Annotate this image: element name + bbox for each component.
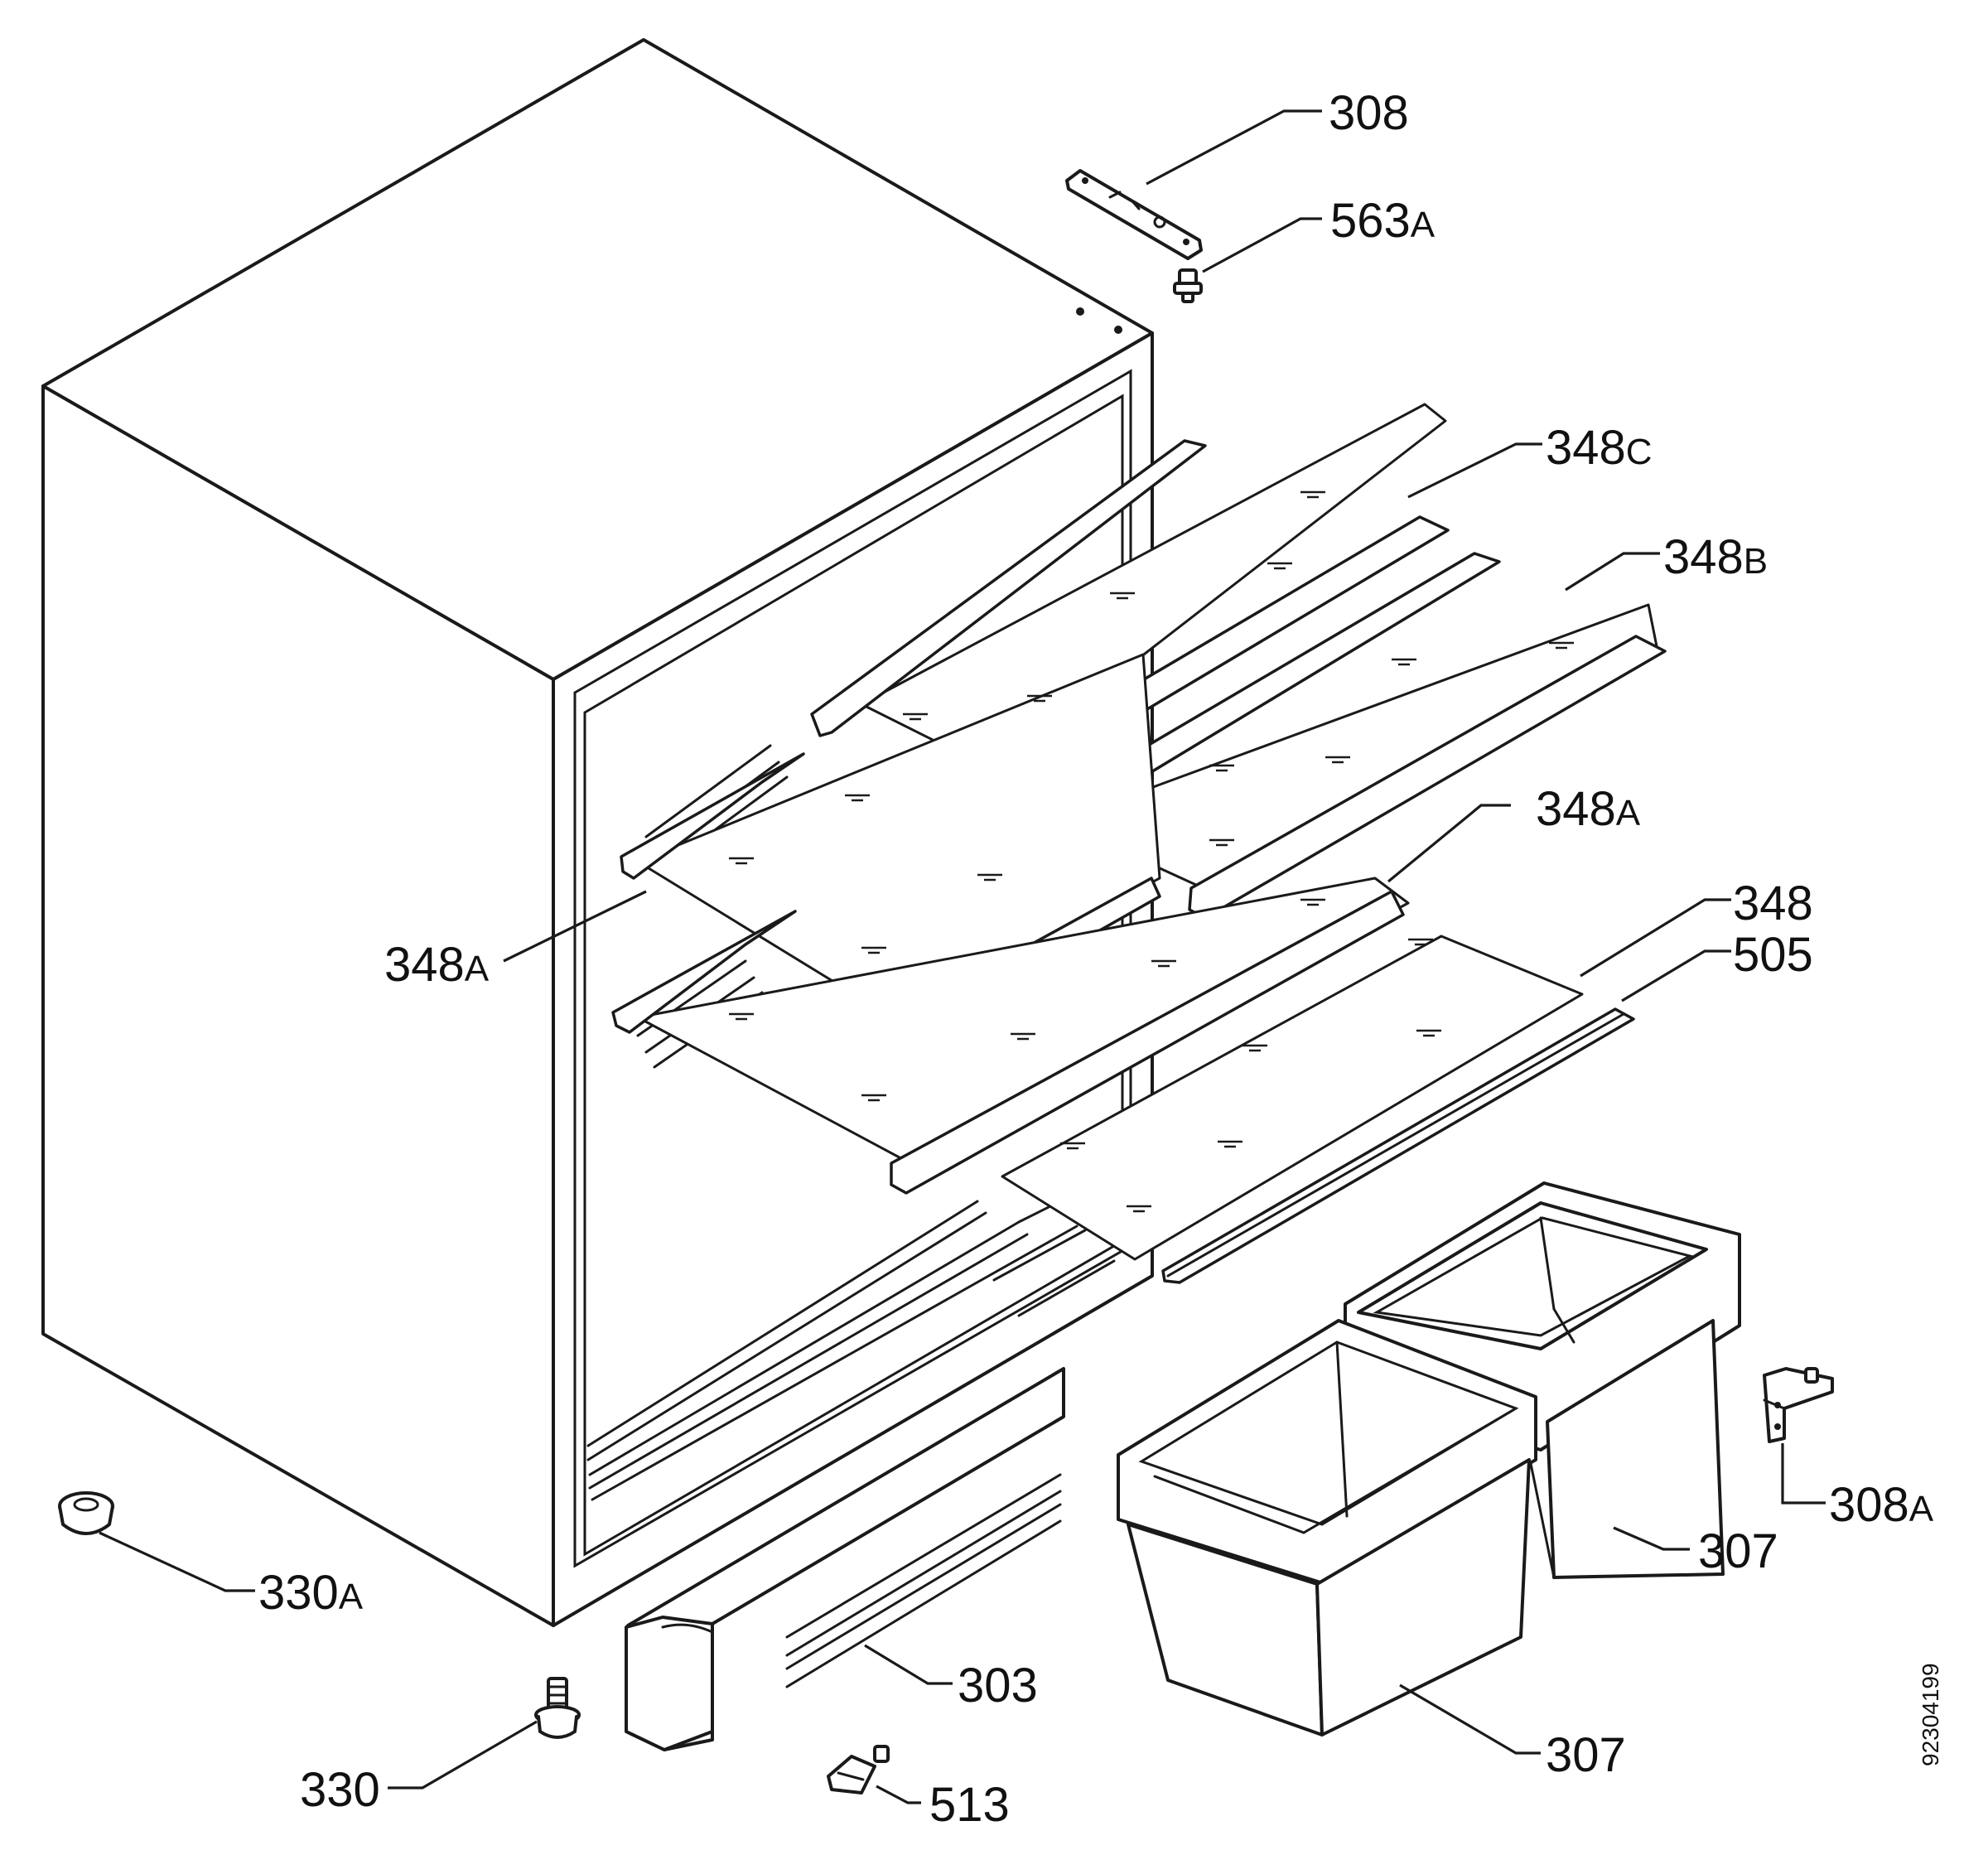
leader-lines [99,109,1826,1804]
clip-513 [827,1745,890,1794]
hinge-hole [1114,326,1122,334]
part-label-308: 308 [1329,86,1409,140]
part-label-307-lower: 307 [1546,1728,1626,1782]
document-number: 92304199 [1918,1663,1943,1766]
part-labels: 308 563A 348C 348B 348A 348A 348 505 308… [258,86,1943,1832]
bracket-308a [1763,1367,1834,1443]
crisper-drawer-307-lower [1117,1319,1537,1736]
part-label-348a-right: 348A [1536,782,1641,836]
part-label-348a-left: 348A [384,938,490,992]
part-label-348c: 348C [1546,421,1653,475]
part-label-348: 348 [1733,877,1813,930]
part-label-348b: 348B [1663,530,1768,584]
part-label-330: 330 [300,1763,380,1817]
hinge-308 [1065,169,1203,260]
part-label-563a: 563A [1330,194,1436,248]
hinge-hole [1076,307,1084,316]
part-label-308a: 308A [1829,1478,1934,1532]
hinge-plate [1065,169,1203,260]
kick-plate-303 [625,1367,1065,1751]
part-label-330a: 330A [258,1566,364,1620]
glass-reflection-marks [729,490,1574,1213]
shelf-348a-right [611,877,1410,1195]
trim-505 [1161,1007,1635,1284]
shelf-348 [1001,935,1584,1261]
pin-563a [1173,268,1203,303]
part-label-505: 505 [1733,928,1813,982]
part-label-307-upper: 307 [1698,1524,1778,1578]
foot-screw-330 [534,1677,581,1739]
part-label-513: 513 [929,1778,1010,1832]
foot-330a [58,1491,114,1535]
part-label-303: 303 [958,1659,1038,1712]
